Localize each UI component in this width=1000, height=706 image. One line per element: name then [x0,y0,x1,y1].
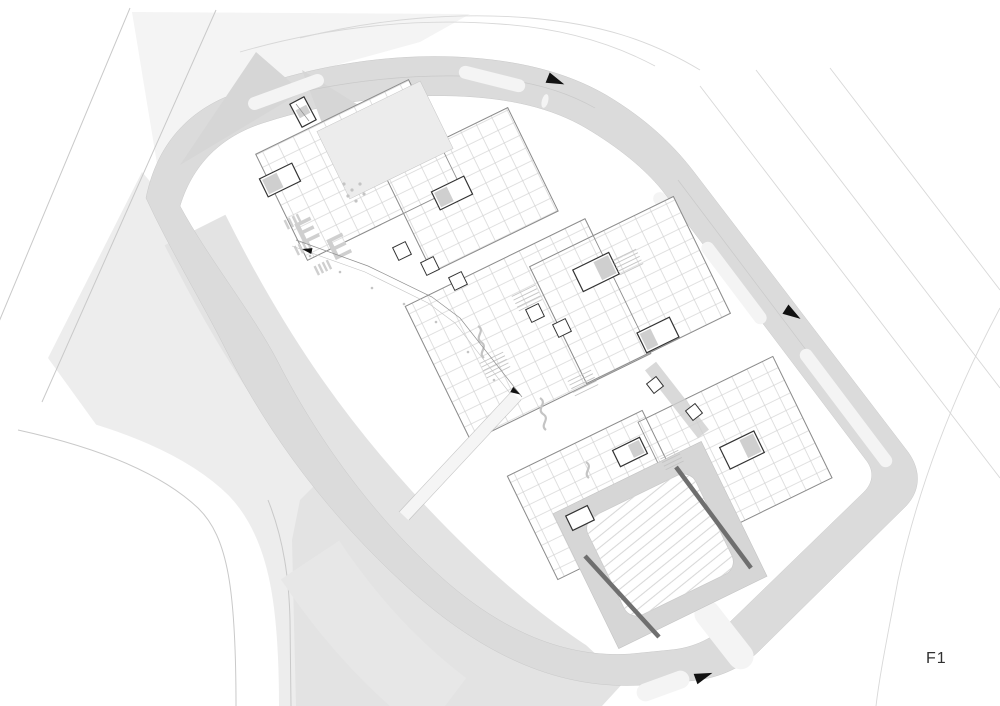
road-line-right-2 [755,69,1000,389]
road-median-island [799,348,893,468]
road-median-island [636,670,690,702]
road-line-bottom-right-curve [875,307,1000,706]
detached-pavilion [289,95,317,129]
crossing-path [399,391,521,521]
road-median-island [458,65,526,93]
courtyard [552,441,768,649]
road-median-island [248,74,324,110]
ramp-wall-northeast [674,465,753,570]
boundary-line-1 [41,9,217,403]
annotations: F1 [301,72,947,685]
floor-label: F1 [926,650,947,667]
table-row [313,259,333,276]
dining-tables: E E [283,210,356,276]
parcel-corner-band [280,540,467,706]
core-fill [739,433,762,459]
crossing-path-edge [408,399,522,521]
road-bottom-left [24,409,279,706]
table-row [283,213,303,230]
stair-box [524,302,546,324]
ring-road-band [145,56,918,686]
walkway-edge-offset [291,245,517,402]
tree-dots [308,182,496,382]
core-fill [627,440,645,458]
road-line-right-3 [829,67,1000,291]
landscape-elements [308,182,590,479]
stair-box [391,240,413,262]
crossing-path-edge [398,391,512,513]
hedge-squiggle [585,461,590,479]
dorm-corridor [645,361,709,439]
stair-box [645,375,665,395]
courtyard-stripes [586,473,734,617]
road-median-island [694,600,754,670]
pavilion-partition [295,103,310,122]
boundary-line-2 [0,7,131,321]
stair-box [551,317,573,339]
pavilion-stair [295,104,311,119]
southwest-walkway [291,239,523,521]
core-block [564,504,596,532]
stair-box [684,402,704,422]
walkway-edge [295,239,523,398]
parcel-topleft [132,12,470,182]
road-bottom-left-edge-2 [267,499,292,706]
road-centerline-top [249,75,596,109]
road-line-right-1 [699,85,1000,479]
core-fill [639,328,659,351]
building-cores [258,162,766,532]
core-fill [434,186,454,208]
stair-box [419,255,441,277]
wing-outline [404,218,652,442]
road-median-dot [541,94,549,108]
road-medians [248,65,893,702]
atrium-roof [316,80,454,200]
road-junction-patch-1 [180,52,302,165]
core-fill [262,172,284,195]
core-fill [593,255,617,281]
road-bottom-left-edge-1 [17,429,237,706]
road-line-top-outer-2 [299,15,701,71]
ramp-wall-southwest [583,554,661,639]
hedge-squiggle [477,325,485,359]
road-median-island [701,241,767,325]
hedge-squiggle [539,397,547,431]
corridor-stair-boxes [391,240,573,339]
stair-box [447,270,469,292]
